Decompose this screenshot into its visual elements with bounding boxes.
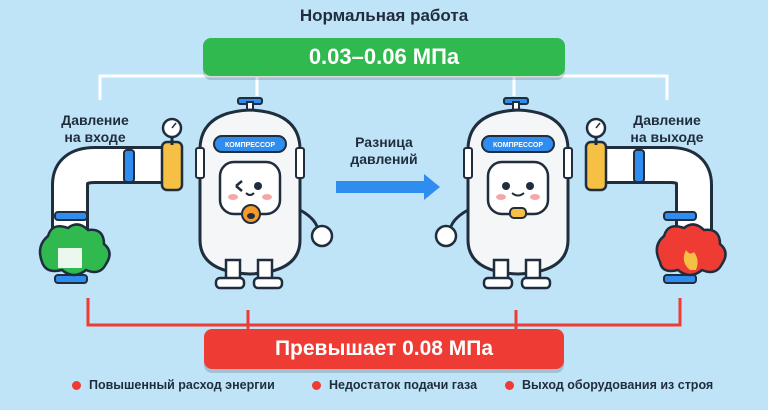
- compressor-tag-right: КОМПРЕССОР: [493, 142, 543, 149]
- excess-pressure-banner: Превышает 0.08 МПа: [204, 329, 564, 369]
- compressor-tag-left: КОМПРЕССОР: [225, 142, 275, 149]
- left-compressor: КОМПРЕССОР: [195, 97, 334, 290]
- consequence-item: Повышенный расход энергии: [72, 378, 275, 392]
- fire-icon: [655, 223, 727, 277]
- inlet-pipe: [51, 117, 184, 284]
- normal-pressure-banner: 0.03–0.06 МПа: [203, 38, 565, 76]
- pressure-difference-label: Разница давлений: [350, 134, 418, 167]
- normal-bracket: [98, 74, 669, 100]
- consequence-item: Выход оборудования из строя: [505, 378, 713, 392]
- right-compressor: КОМПРЕССОР: [434, 97, 573, 290]
- excess-bracket: [86, 298, 682, 327]
- inlet-pressure-label: Давление на входе: [61, 112, 129, 145]
- consequence-item: Недостаток подачи газа: [312, 378, 477, 392]
- diagram-title: Нормальная работа: [299, 6, 469, 25]
- pressure-difference-arrow: [336, 174, 440, 200]
- red-dot-icon: [505, 380, 514, 390]
- outlet-pipe: [584, 117, 713, 284]
- outlet-pressure-label: Давление на выходе: [630, 112, 704, 145]
- red-dot-icon: [312, 380, 321, 390]
- green-gas-cloud: [38, 223, 111, 277]
- red-dot-icon: [72, 380, 81, 390]
